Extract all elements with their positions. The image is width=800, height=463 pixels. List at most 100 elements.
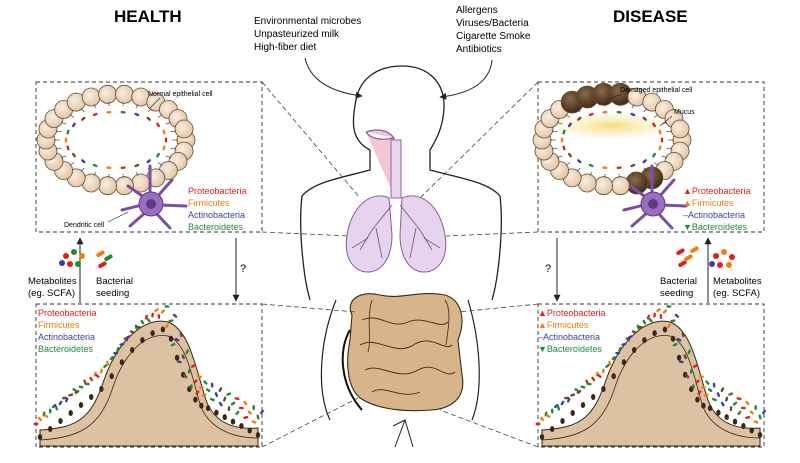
bacterium xyxy=(580,385,586,389)
taxon-label: Firmicutes xyxy=(547,320,589,330)
health-exposure-arrow xyxy=(304,57,363,99)
svg-text:▼Bacteroidetes: ▼Bacteroidetes xyxy=(683,222,747,232)
disease-factor: Allergens xyxy=(456,5,498,16)
dendritic-cell-label: Dendritic cell xyxy=(64,222,105,229)
taxon-label: Bacteroidetes xyxy=(38,344,94,354)
bacterium xyxy=(754,405,757,410)
bacterium xyxy=(642,116,647,121)
bacterium xyxy=(223,396,227,402)
bacterium xyxy=(154,308,159,313)
bacterium xyxy=(700,386,706,389)
bacterium xyxy=(109,355,114,361)
bacterium xyxy=(648,317,653,323)
bacterium xyxy=(602,368,605,374)
bacterium xyxy=(203,380,208,385)
bacterium xyxy=(586,382,592,386)
bacterium xyxy=(745,400,750,406)
bacterium xyxy=(106,166,112,170)
bacterium xyxy=(564,396,569,400)
lung-disease-panel: Damaged epithelial cell Mucus ▲Proteobac… xyxy=(532,81,765,233)
bacterium xyxy=(164,137,168,143)
bacterium xyxy=(135,325,141,329)
epithelial-cell xyxy=(115,176,134,196)
bacterium xyxy=(113,351,119,355)
taxon-label: Proteobacteria xyxy=(547,308,606,318)
bacterium xyxy=(685,373,690,379)
svg-text:▲Firmicutes: ▲Firmicutes xyxy=(683,198,734,208)
bacterium xyxy=(692,364,698,368)
bacterium xyxy=(732,401,738,406)
taxon-label: Actinobacteria xyxy=(38,332,95,342)
bacterium xyxy=(227,406,231,412)
disease-header: DISEASE xyxy=(613,7,688,26)
bacterium xyxy=(193,379,198,384)
bacterium xyxy=(174,337,180,342)
connectors xyxy=(261,81,539,448)
bacterium xyxy=(591,376,596,382)
svg-text:▲Firmicutes: ▲Firmicutes xyxy=(538,320,589,330)
bacterium xyxy=(162,145,166,151)
taxon-label: Actinobacteria xyxy=(188,210,245,220)
bacterium xyxy=(539,416,545,422)
bacterium xyxy=(78,385,84,389)
bacterium xyxy=(697,390,702,395)
bacterium xyxy=(753,420,759,424)
bacterium xyxy=(689,368,693,374)
bacterium xyxy=(185,349,189,355)
bacterium xyxy=(703,393,709,397)
bacterium xyxy=(123,337,129,342)
question-mark: ? xyxy=(240,263,246,275)
svg-text:–Actinobacteria: –Actinobacteria xyxy=(683,210,745,220)
bacterium xyxy=(156,122,161,128)
taxon-label: Bacteroidetes xyxy=(547,344,603,354)
taxon-label: Actinobacteria xyxy=(543,332,600,342)
bacterium xyxy=(190,384,193,390)
bacterium xyxy=(230,401,236,406)
bacterium xyxy=(84,382,90,386)
svg-text:▲Proteobacteria: ▲Proteobacteria xyxy=(538,308,605,318)
bacterium xyxy=(176,360,182,364)
mucus-layer xyxy=(558,114,666,138)
bacteria-icon xyxy=(96,250,113,268)
bacterium xyxy=(574,388,580,392)
bacterium xyxy=(170,343,176,347)
disease-factors: Allergens Viruses/Bacteria Cigarette Smo… xyxy=(456,5,531,55)
trend-marker: ▲ xyxy=(683,186,692,196)
bacterium xyxy=(653,312,656,318)
bacterium xyxy=(48,408,52,414)
metabolites-label: Metabolites xyxy=(28,276,77,287)
bacterium xyxy=(745,416,751,419)
bacterium xyxy=(556,405,561,411)
taxon-label: Proteobacteria xyxy=(188,186,247,196)
bacterium xyxy=(630,163,636,168)
bacterium xyxy=(92,163,98,168)
bacterium xyxy=(588,112,594,117)
bacterium xyxy=(106,360,110,366)
bacterium xyxy=(125,335,131,339)
bacterium xyxy=(616,110,622,114)
bacterium xyxy=(33,422,39,426)
bacterium xyxy=(658,129,662,135)
bacterium xyxy=(260,409,264,415)
seeding-label: seeding xyxy=(660,288,693,299)
bacterium xyxy=(62,396,67,400)
bacterium xyxy=(234,397,240,401)
bacterium xyxy=(602,166,608,170)
human-body xyxy=(300,65,502,448)
bacterium xyxy=(64,137,68,143)
bacterium xyxy=(676,337,682,342)
bacterium xyxy=(65,397,69,403)
trend-marker: ▼ xyxy=(683,222,692,232)
bacterium xyxy=(210,382,214,388)
bacterium xyxy=(195,390,200,395)
bacterium xyxy=(146,159,151,164)
bacterium xyxy=(140,319,145,325)
damaged-epithelial-cell-label: Damaged epithelial cell xyxy=(620,87,693,94)
damaged-epithelial-ring xyxy=(532,82,692,196)
bacterium xyxy=(226,392,232,396)
health-factor: Unpasteurized milk xyxy=(254,29,340,40)
metabolite-dots-icon xyxy=(59,249,85,267)
bacterium xyxy=(652,122,657,128)
lung-health-panel: Normal epithelial cell Dendritic cell Pr… xyxy=(35,81,263,233)
bacterium xyxy=(729,406,733,412)
